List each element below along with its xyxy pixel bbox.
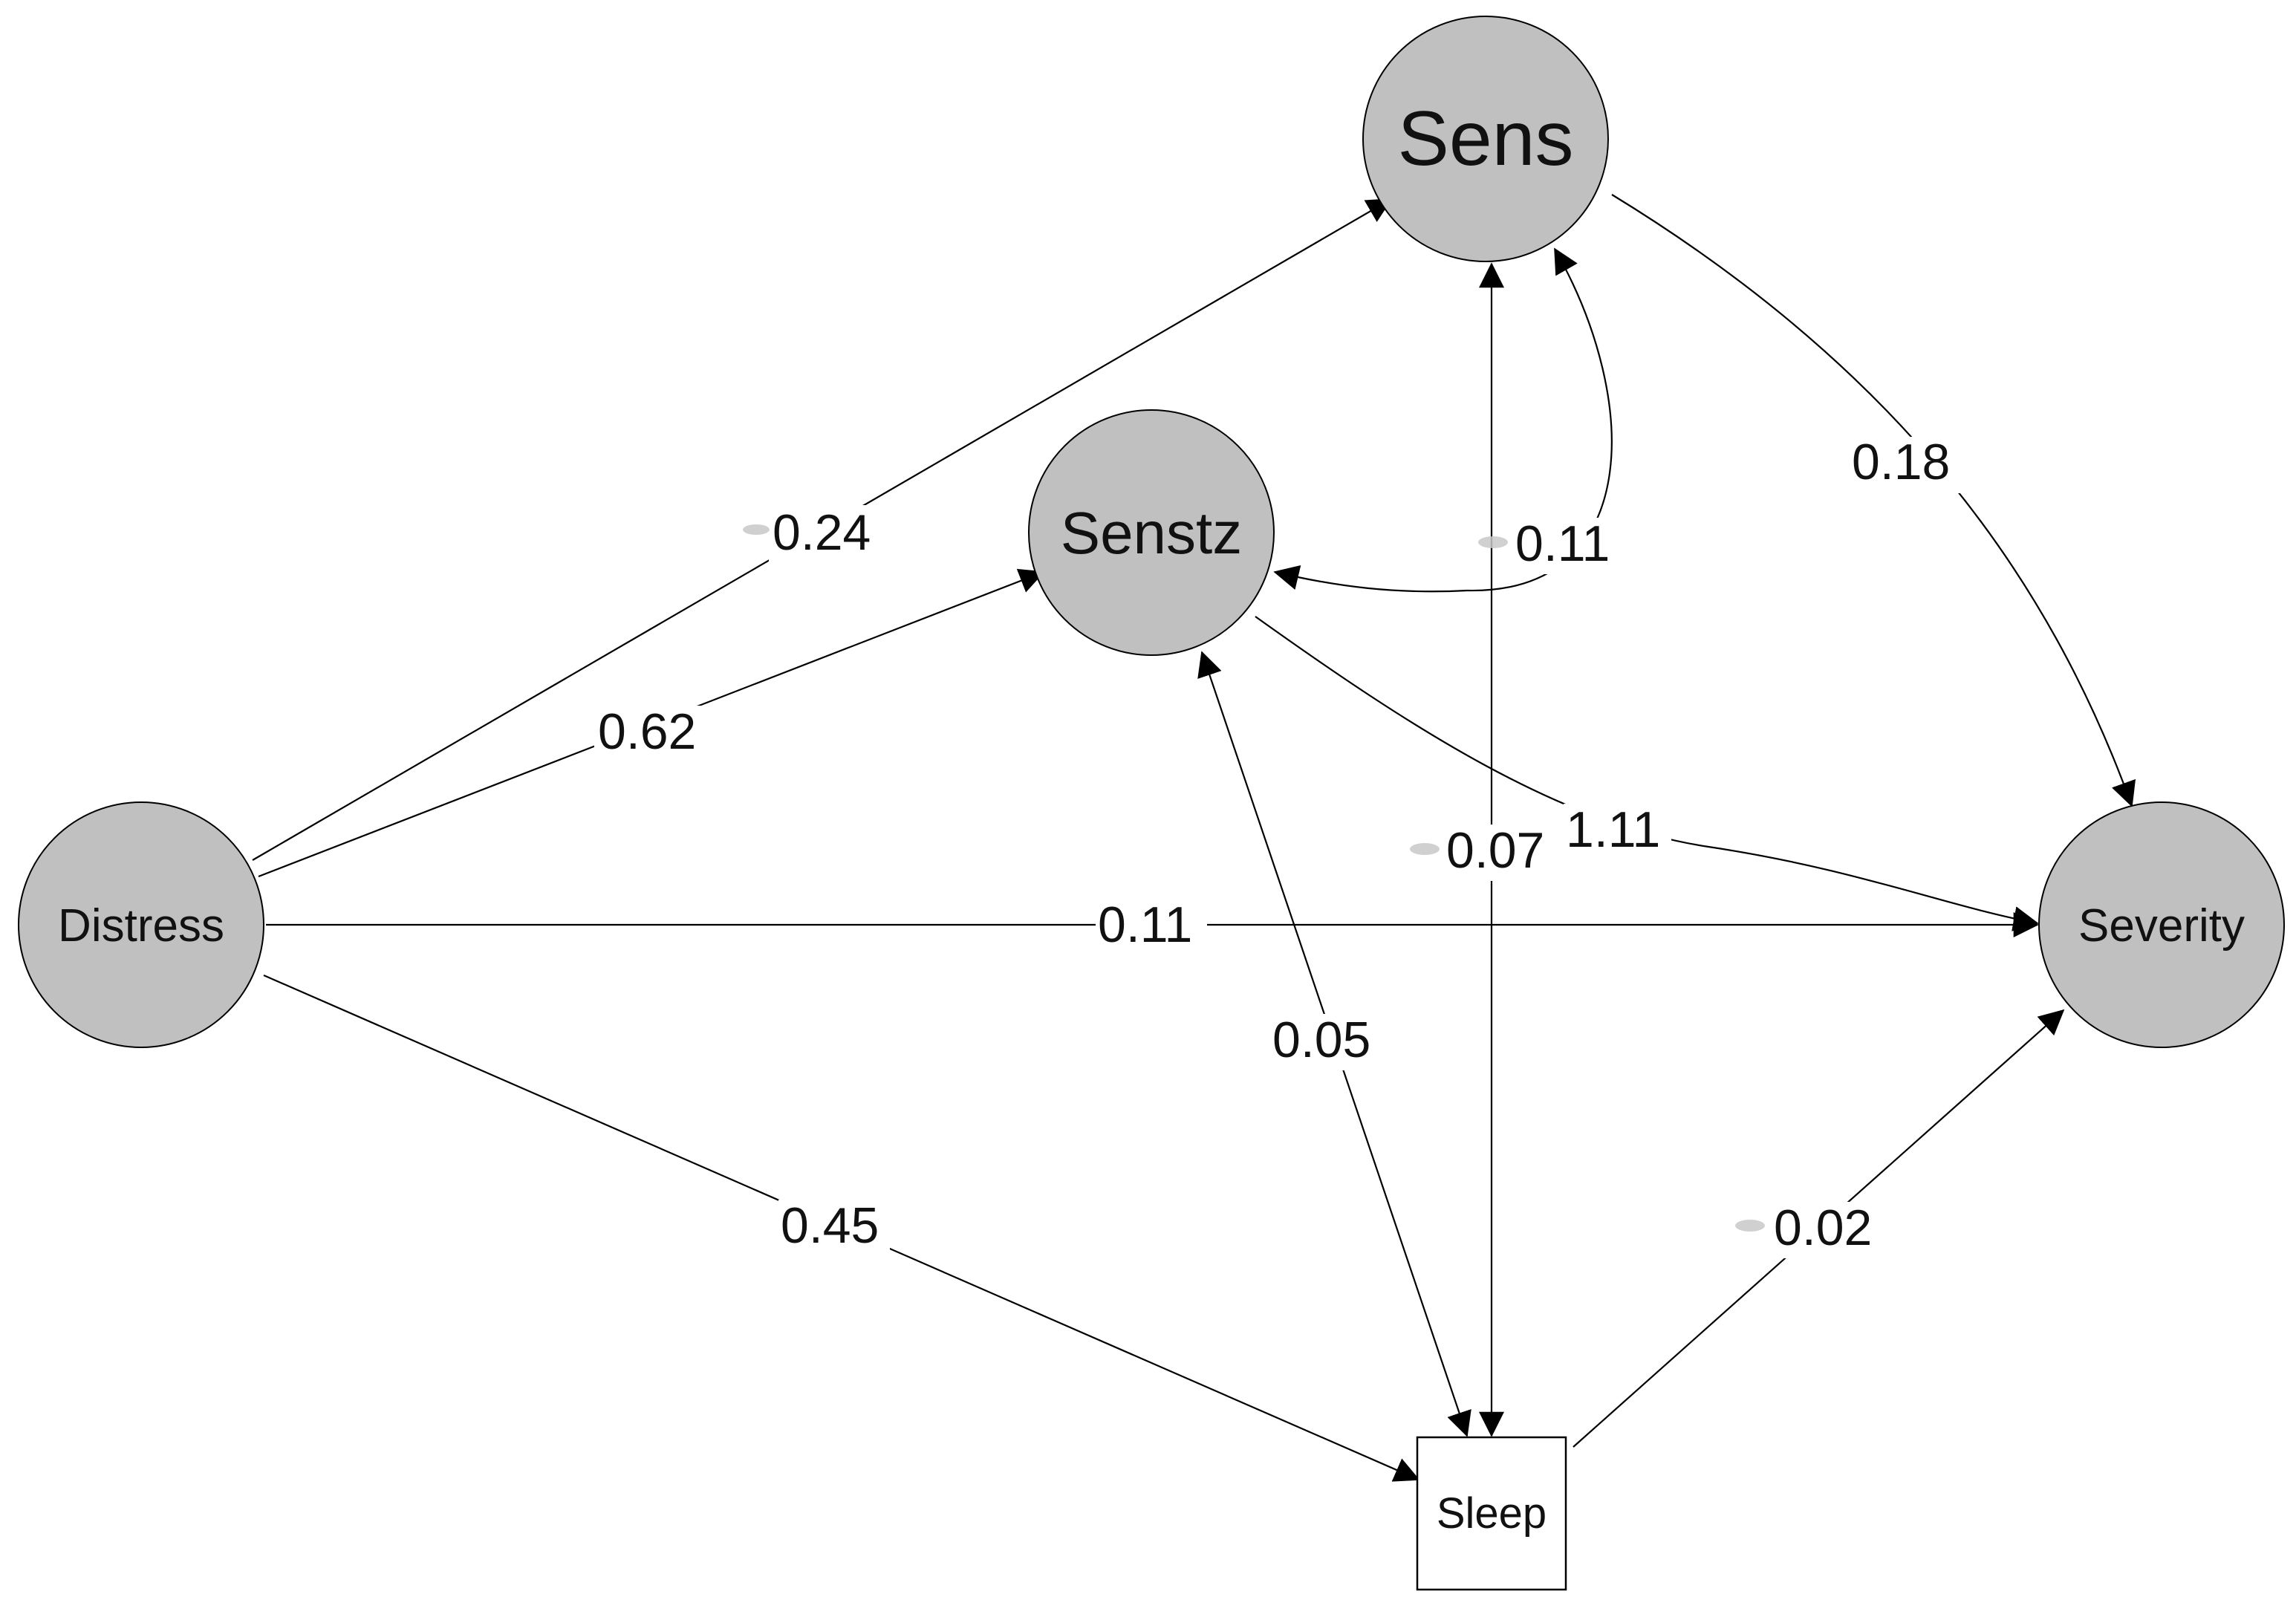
edge-label-distress-senstz: 0.62 <box>594 703 706 762</box>
svg-text:0.11: 0.11 <box>1098 897 1192 953</box>
node-senstz: Senstz <box>1028 409 1275 656</box>
svg-text:0.11: 0.11 <box>1515 515 1610 572</box>
edge-label-distress-sleep: 0.45 <box>778 1197 890 1256</box>
node-sleep-label: Sleep <box>1437 1489 1547 1538</box>
svg-text:0.18: 0.18 <box>1852 434 1950 490</box>
node-sens: Sens <box>1362 16 1609 262</box>
svg-text:0.62: 0.62 <box>598 703 696 760</box>
edge-sens-senstz <box>1273 247 1613 593</box>
svg-text:0.24: 0.24 <box>773 504 871 561</box>
node-severity: Severity <box>2038 801 2285 1048</box>
svg-text:1.11: 1.11 <box>1566 801 1660 858</box>
negative-sign-mark <box>1478 536 1508 548</box>
edge-label-distress-severity: 0.11 <box>1096 897 1207 955</box>
node-severity-label: Severity <box>2078 900 2245 952</box>
edge-label-sens-severity: 0.18 <box>1850 434 1961 493</box>
edge-label-sens-sleep: 0.07 <box>1410 822 1556 881</box>
svg-text:0.45: 0.45 <box>781 1197 879 1254</box>
edge-label-sleep-severity: 0.02 <box>1735 1200 1883 1258</box>
negative-sign-mark <box>1410 843 1440 855</box>
svg-text:0.05: 0.05 <box>1272 1012 1370 1068</box>
negative-sign-mark <box>743 524 770 535</box>
node-sleep: Sleep <box>1416 1436 1567 1591</box>
edge-label-senstz-severity: 1.11 <box>1564 801 1671 860</box>
edges <box>252 194 2136 1482</box>
edge-label-distress-sens: 0.24 <box>743 504 888 562</box>
edge-senstz-severity <box>1255 616 2039 931</box>
edge-label-senstz-sleep: 0.05 <box>1270 1012 1382 1070</box>
svg-text:0.07: 0.07 <box>1446 822 1544 879</box>
edge-labels: 0.24 0.62 0.11 0.18 1.11 0.07 0.11 <box>594 434 1961 1258</box>
node-distress: Distress <box>18 801 264 1048</box>
svg-text:0.02: 0.02 <box>1774 1200 1872 1256</box>
edge-sens-severity <box>1611 194 2136 807</box>
negative-sign-mark <box>1735 1220 1765 1232</box>
node-sens-label: Sens <box>1397 96 1573 182</box>
edge-label-sens-senstz: 0.11 <box>1478 515 1625 574</box>
node-distress-label: Distress <box>58 900 224 952</box>
node-senstz-label: Senstz <box>1061 500 1243 566</box>
nodes: Sens Senstz Distress Severity Sleep <box>18 16 2285 1591</box>
